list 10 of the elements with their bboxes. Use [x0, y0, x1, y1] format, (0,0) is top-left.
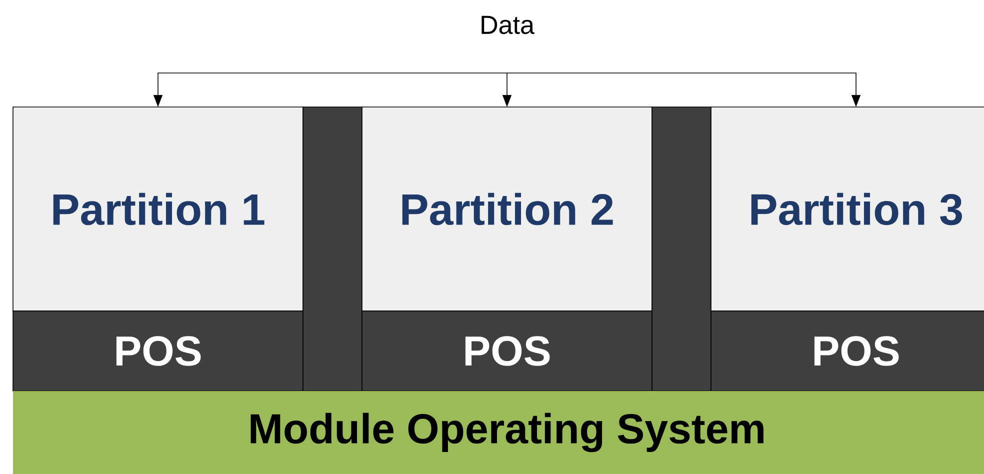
partition-box: Partition 3	[710, 106, 984, 312]
pos-bar: POS	[362, 310, 652, 392]
partition-box: Partition 1	[12, 106, 304, 312]
partition-box: Partition 2	[362, 106, 652, 312]
divider-pillar	[302, 106, 362, 392]
pos-bar: POS	[710, 310, 984, 392]
os-bar: Module Operating System	[13, 391, 984, 474]
pos-bar: POS	[12, 310, 304, 392]
data-label: Data	[482, 16, 534, 34]
divider-pillar	[652, 106, 712, 392]
